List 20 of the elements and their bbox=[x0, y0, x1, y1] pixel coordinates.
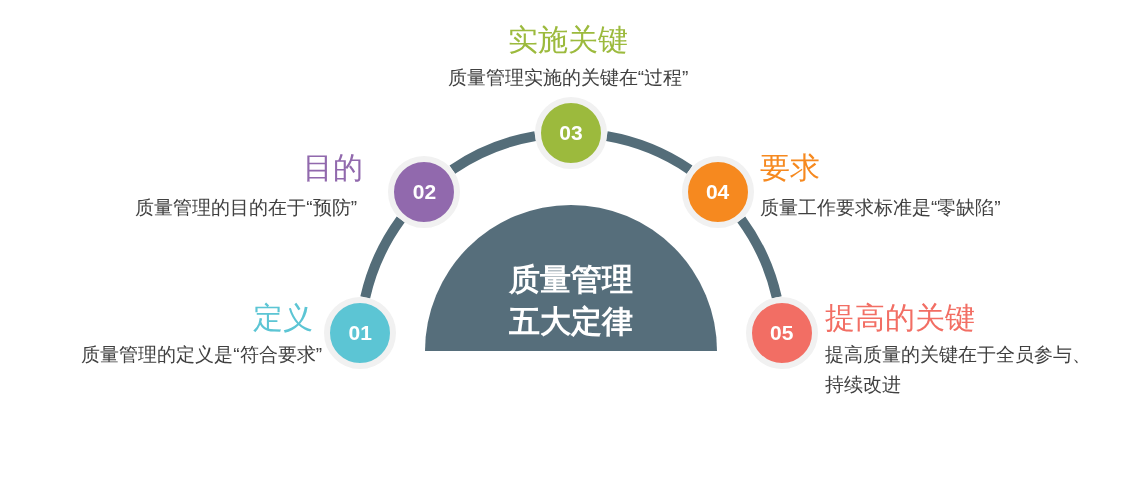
step-description: 质量工作要求标准是“零缺陷” bbox=[760, 196, 1001, 220]
arc-connector bbox=[449, 131, 537, 174]
number-circle: 03 bbox=[535, 97, 607, 169]
half-circle-panel: 质量管理五大定律 bbox=[425, 205, 717, 351]
step-heading: 实施关键 bbox=[508, 22, 628, 58]
arc-connector bbox=[737, 216, 782, 299]
number-circle: 01 bbox=[324, 296, 397, 369]
step-heading: 目的 bbox=[303, 150, 363, 186]
step-description: 提高质量的关键在于全员参与、持续改进 bbox=[825, 343, 1092, 397]
step-heading: 要求 bbox=[760, 150, 820, 186]
number-circle: 05 bbox=[745, 296, 818, 369]
step-heading: 定义 bbox=[253, 300, 313, 336]
arc-connector bbox=[360, 216, 405, 299]
arc-connector bbox=[605, 131, 693, 174]
step-description: 质量管理实施的关键在“过程” bbox=[447, 66, 689, 90]
step-description: 质量管理的定义是“符合要求” bbox=[81, 343, 322, 367]
number-circle: 02 bbox=[388, 156, 461, 229]
number-circle: 04 bbox=[681, 156, 754, 229]
step-description: 质量管理的目的在于“预防” bbox=[135, 196, 357, 220]
step-heading: 提高的关键 bbox=[825, 300, 975, 336]
